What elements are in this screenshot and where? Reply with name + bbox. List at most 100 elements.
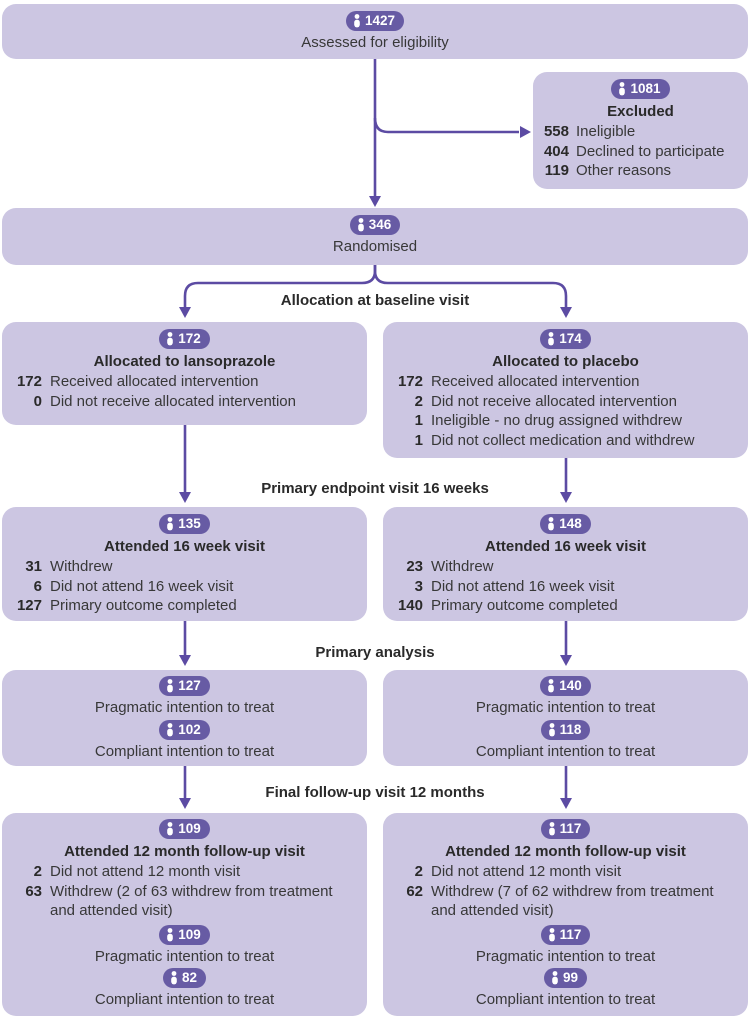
count-badge: 346 [349,215,401,235]
item-label: Withdrew [431,558,494,575]
person-icon [167,927,174,941]
badge-count: 99 [562,970,579,986]
badge-count: 174 [559,331,582,347]
item-count: 1 [414,412,423,429]
arrow-split-right [373,265,568,307]
badge-count: 118 [559,721,582,737]
count-item: 1 Ineligible - no drug assigned withdrew [383,411,748,431]
count-badge: 148 [540,514,591,534]
item-count: 62 [406,882,423,900]
person-icon [548,927,555,941]
box-text: Randomised [332,238,418,255]
count-badge: 1427 [345,11,405,31]
item-label: Did not attend 12 month visit [50,863,241,880]
item-label: Received allocated intervention [431,373,640,390]
item-count: 140 [397,597,423,614]
badge-count: 109 [178,821,201,837]
badge-count: 127 [178,678,201,694]
item-label: Did not receive allocated intervention [431,392,677,410]
box-heading: Attended 12 month follow-up visit [64,843,305,860]
badge-count: 140 [559,678,582,694]
count-badge: 99 [543,968,588,988]
count-item: 558 Ineligible [533,122,748,142]
count-item: 0 Did not receive allocated intervention [2,392,367,412]
item-label: Received allocated intervention [50,373,259,390]
badge-count: 346 [368,217,392,233]
item-count: 23 [406,558,423,575]
person-icon [357,218,364,232]
box-assessed-eligibility: 1427 Assessed for eligibility [2,4,748,59]
item-count: 2 [33,863,42,880]
count-badge: 102 [159,719,210,740]
box-heading: Attended 16 week visit [485,538,646,555]
count-badge: 117 [540,819,591,839]
item-label: Did not collect medication and withdrew [431,431,695,449]
item-count: 0 [33,392,42,410]
item-count: 2 [414,392,423,410]
stage-label-primary-analysis: Primary analysis [315,644,435,661]
count-badge: 109 [159,924,210,945]
item-count: 1 [414,431,423,449]
stage-label-primary-endpoint: Primary endpoint visit 16 weeks [261,480,489,497]
box-text: Pragmatic intention to treat [94,947,275,965]
item-label: Did not attend 12 month visit [431,863,622,880]
person-icon [548,332,555,346]
item-count: 127 [16,597,42,614]
badge-count: 82 [181,970,198,986]
box-heading: Excluded [607,103,674,120]
box-text: Pragmatic intention to treat [94,699,275,716]
count-item: 63 Withdrew (2 of 63 withdrew from treatm… [2,882,367,921]
item-count: 63 [25,882,42,900]
count-item: 62 Withdrew (7 of 62 withdrew from treatm… [383,882,748,921]
item-label: Did not attend 16 week visit [431,577,615,595]
count-item: 119 Other reasons [533,161,748,181]
count-badge: 140 [540,676,591,696]
count-item: 2 Did not attend 12 month visit [2,862,367,882]
item-label: Primary outcome completed [431,597,618,614]
person-icon [167,722,174,736]
count-badge: 109 [159,819,210,839]
item-label: Ineligible [576,123,636,140]
count-badge: 118 [540,719,591,740]
item-label: Did not receive allocated intervention [50,392,296,410]
badge-count: 1427 [364,13,396,29]
box-text: Assessed for eligibility [301,34,449,51]
item-label: Ineligible - no drug assigned withdrew [431,412,682,429]
item-label: Withdrew (2 of 63 withdrew from treatmen… [50,882,333,920]
person-icon [619,82,626,96]
person-icon [171,971,177,985]
box-analysis-lansoprazole: 127 Pragmatic intention to treat 102 Com… [2,670,367,766]
badge-count: 109 [178,926,201,942]
box-heading: Attended 12 month follow-up visit [445,843,686,860]
box-text: Compliant intention to treat [475,991,656,1008]
count-item: 2 Did not receive allocated intervention [383,392,748,412]
box-text: Compliant intention to treat [94,991,275,1008]
box-randomised: 346 Randomised [2,208,748,265]
item-count: 119 [544,162,569,179]
item-count: 558 [543,123,569,140]
item-label: Other reasons [576,162,672,179]
count-badge: 82 [162,968,207,988]
count-badge: 117 [540,924,591,945]
badge-count: 172 [178,331,201,347]
badge-count: 117 [559,926,582,942]
count-item: 1 Did not collect medication and withdrew [383,431,748,451]
person-icon [167,517,174,531]
person-icon [354,14,360,28]
item-label: Did not attend 16 week visit [50,577,234,595]
item-label: Withdrew (7 of 62 withdrew from treatmen… [431,882,714,920]
count-badge: 1081 [611,79,670,99]
badge-count: 102 [178,721,201,737]
box-text: Pragmatic intention to treat [475,699,656,716]
